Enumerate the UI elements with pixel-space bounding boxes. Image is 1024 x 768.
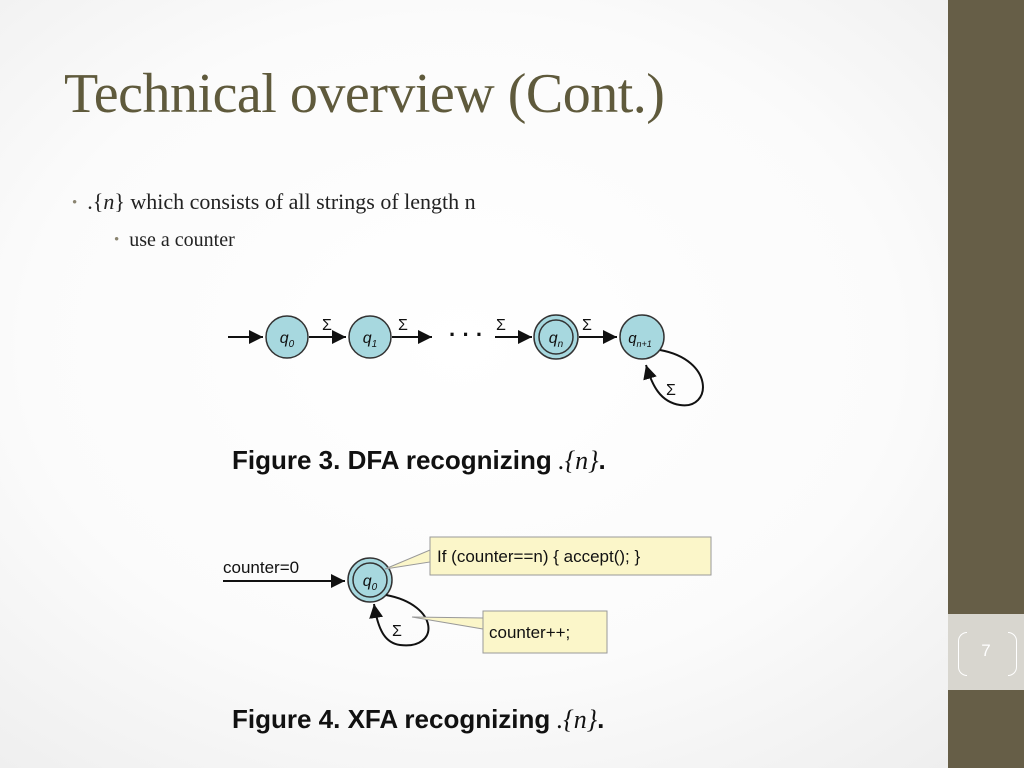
- state-qn1: qn+1: [619, 314, 665, 360]
- bullet-math-var: n: [103, 189, 115, 214]
- increment-note-text: counter++;: [489, 623, 570, 642]
- callout-pointer: [384, 549, 431, 570]
- sigma-label: Σ: [322, 317, 332, 334]
- svg-text:q0: q0: [363, 573, 378, 593]
- figure3-caption: Figure 3. DFA recognizing .{n}.: [232, 445, 606, 475]
- sigma-label: Σ: [496, 317, 506, 334]
- state-q1: q1: [348, 315, 392, 359]
- sub-bullet-text: use a counter: [129, 229, 235, 251]
- bullet-math-suffix: }: [114, 189, 125, 214]
- ellipsis: · · ·: [449, 322, 483, 347]
- slide-title: Technical overview (Cont.): [64, 63, 665, 125]
- svg-text:q1: q1: [363, 330, 377, 350]
- self-loop-arrow: [369, 594, 430, 647]
- bullet-text: which consists of all strings of length …: [124, 189, 476, 214]
- figure4-xfa: counter=0 q0 Σ If (counter==n) { accept(…: [223, 536, 712, 734]
- bullet-math-prefix: .{: [87, 189, 104, 214]
- svg-text:q0: q0: [280, 330, 295, 350]
- accept-note-box: [429, 536, 712, 576]
- figure3-dfa: q0 Σ q1 Σ · · · Σ qn Σ qn+1 Σ Figure 3. …: [228, 314, 704, 475]
- figure4-caption: Figure 4. XFA recognizing .{n}.: [232, 704, 604, 734]
- svg-text:qn+1: qn+1: [628, 330, 652, 349]
- page-number: 7: [981, 641, 991, 660]
- bullet-dot-icon: •: [72, 195, 78, 211]
- sigma-label: Σ: [666, 382, 676, 399]
- counter-init-label: counter=0: [223, 558, 299, 577]
- state-qn-accepting: qn: [533, 314, 579, 360]
- increment-note-box: [482, 610, 608, 654]
- xfa-state-q0: q0: [347, 557, 393, 603]
- callout-pointer: [411, 616, 484, 630]
- page-number-tab: [948, 614, 1024, 690]
- sigma-label: Σ: [398, 317, 408, 334]
- sigma-label: Σ: [582, 317, 592, 334]
- state-q0: q0: [265, 315, 309, 359]
- sigma-label: Σ: [392, 623, 402, 640]
- bullet-dot-icon: •: [114, 232, 120, 248]
- sub-bullet-item: • use a counter: [114, 229, 235, 252]
- svg-text:qn: qn: [549, 330, 564, 350]
- accept-note-text: If (counter==n) { accept(); }: [437, 547, 640, 566]
- self-loop-arrow: [643, 349, 704, 407]
- bullet-item: • .{n} which consists of all strings of l…: [72, 189, 476, 215]
